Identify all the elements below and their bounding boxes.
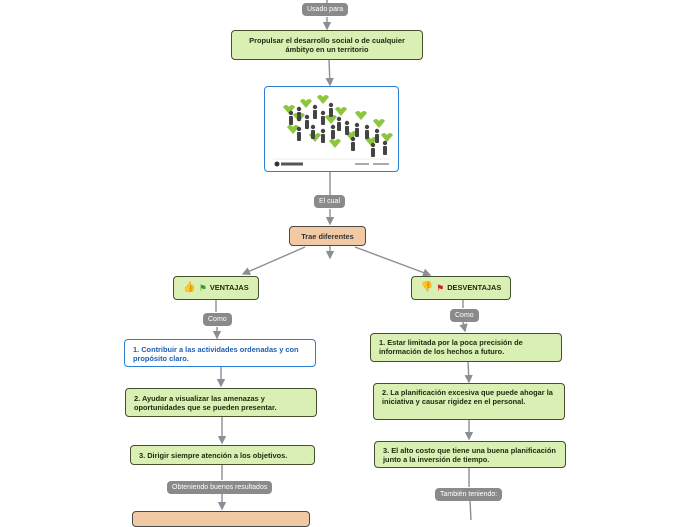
desventaja-item-3[interactable]: 3. El alto costo que tiene una buena pla… xyxy=(374,441,566,468)
node-ventajas[interactable]: 👍 ⚑ VENTAJAS xyxy=(173,276,259,300)
desventaja-item-1[interactable]: 1. Estar limitada por la poca precisión … xyxy=(370,333,562,362)
node-propulsar[interactable]: Propulsar el desarrollo social o de cual… xyxy=(231,30,423,60)
label-usado-para: Usado para xyxy=(302,3,349,16)
node-desventajas[interactable]: 👎 ⚑ DESVENTAJAS xyxy=(411,276,511,300)
label-obteniendo: Obteniendo buenos resultados xyxy=(167,481,273,494)
label-tambien-teniendo: También teniendo: xyxy=(435,488,503,501)
ventaja-item-1[interactable]: 1. Contribuir a las actividades ordenada… xyxy=(124,339,316,367)
thumbs-down-icon: 👎 xyxy=(420,282,434,293)
red-flag-icon: ⚑ xyxy=(436,282,445,293)
ventaja-item-3[interactable]: 3. Dirigir siempre atención a los objeti… xyxy=(130,445,315,465)
desventaja-item-2[interactable]: 2. La planificación excesiva que puede a… xyxy=(373,383,565,420)
people-map-image xyxy=(273,95,393,167)
topic-image[interactable] xyxy=(264,86,399,172)
thumbs-up-icon: 👍 xyxy=(183,282,196,293)
green-flag-icon: ⚑ xyxy=(198,282,207,293)
ventaja-item-2[interactable]: 2. Ayudar a visualizar las amenazas y op… xyxy=(125,388,317,417)
label-como-ventajas: Como xyxy=(203,313,232,326)
label-como-desventajas: Como xyxy=(450,309,479,322)
node-resultado-partial[interactable] xyxy=(132,511,310,527)
node-trae-diferentes[interactable]: Trae diferentes xyxy=(289,226,366,246)
label-el-cual: El cual xyxy=(314,195,346,208)
